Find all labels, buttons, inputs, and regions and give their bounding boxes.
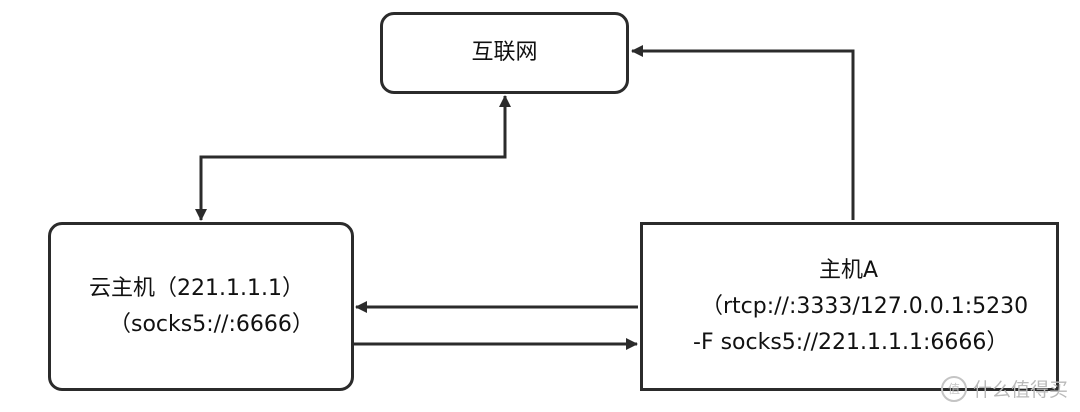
watermark-text: 什么值得买 xyxy=(972,379,1068,401)
cloud-host-socks-label: （socks5://:6666） xyxy=(109,311,314,337)
cloud-host-label: 云主机（221.1.1.1） xyxy=(89,275,304,301)
host-a-rtcp-label: （rtcp://:3333/127.0.0.1:5230 xyxy=(701,293,1029,319)
host-a-label: 主机A xyxy=(818,257,879,283)
internet-label: 互联网 xyxy=(471,40,538,65)
internet-node: 互联网 xyxy=(380,12,629,94)
cloud-host-node: 云主机（221.1.1.1） （socks5://:6666） xyxy=(48,222,354,391)
edge-internet-cloud xyxy=(195,95,511,221)
host-a-node: 主机A （rtcp://:3333/127.0.0.1:5230 -F sock… xyxy=(640,222,1059,391)
watermark: 值 什么值得买 xyxy=(940,375,1068,402)
edge-hosta-internet xyxy=(631,45,855,220)
zhi-logo-icon: 值 xyxy=(940,375,967,402)
host-a-forward-label: -F socks5://221.1.1.1:6666） xyxy=(693,329,1009,355)
